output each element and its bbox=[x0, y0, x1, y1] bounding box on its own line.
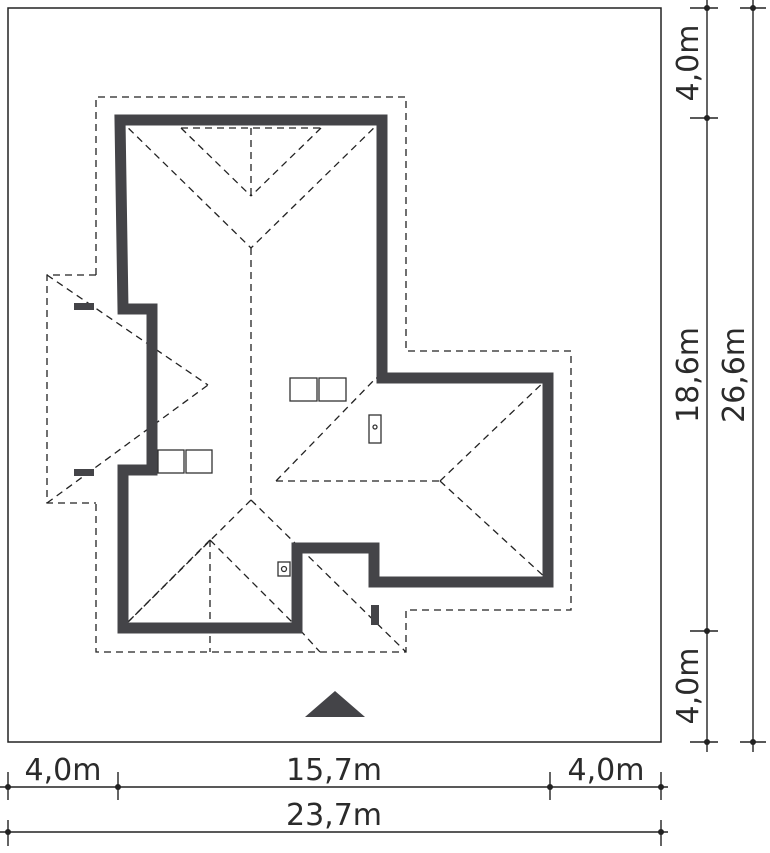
roof-windows bbox=[157, 377, 382, 577]
house-width-label: 15,7m bbox=[286, 753, 382, 788]
horizontal-dimension-inner bbox=[0, 772, 668, 800]
total-width-label: 23,7m bbox=[286, 798, 382, 833]
horizontal-dimension-total bbox=[0, 820, 668, 846]
building-walls bbox=[114, 114, 554, 634]
total-depth-label: 26,6m bbox=[717, 327, 752, 423]
chimney-marks bbox=[74, 303, 379, 625]
left-setback-label: 4,0m bbox=[25, 753, 102, 788]
bottom-setback-label: 4,0m bbox=[671, 648, 706, 725]
right-setback-label: 4,0m bbox=[568, 753, 645, 788]
plot-boundary bbox=[7, 7, 662, 743]
vertical-dimension-inner bbox=[690, 0, 718, 752]
entrance-arrow-icon bbox=[305, 691, 365, 717]
vertical-dimension-total bbox=[740, 0, 766, 752]
house-depth-label: 18,6m bbox=[671, 327, 706, 423]
top-setback-label: 4,0m bbox=[671, 25, 706, 102]
